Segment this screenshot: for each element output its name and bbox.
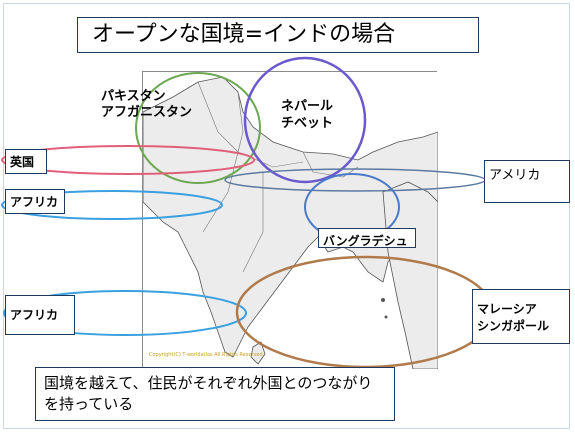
- label-pakistan: パキスタン: [101, 89, 166, 104]
- caption-box: 国境を越えて、住民がそれぞれ外国とのつながりを持っている: [35, 367, 395, 421]
- label-america: アメリカ: [484, 160, 570, 203]
- india-subcontinent-shape: [142, 76, 439, 358]
- nicobar-islands: [384, 315, 388, 319]
- label-tibet: チベット: [281, 116, 334, 131]
- label-singapore: シンガポール: [477, 319, 550, 333]
- andaman-islands: [381, 298, 385, 302]
- slide-frame: [3, 3, 570, 429]
- africa-bottom-highlight-ellipse: [3, 290, 247, 336]
- nepal-highlight-ellipse: [243, 56, 367, 184]
- pakistan-highlight-ellipse: [135, 72, 261, 184]
- america-highlight-ellipse: [224, 168, 486, 192]
- label-afghanistan: アフガニスタン: [101, 105, 193, 120]
- label-nepal: ネパール: [281, 99, 334, 114]
- copyright-text: Copyright(C) T-worldatlas All Rights Res…: [149, 352, 263, 358]
- label-africa-top: アフリカ: [5, 189, 65, 214]
- label-africa-bottom: アフリカ: [5, 295, 75, 335]
- label-malaysia: マレーシア: [477, 302, 537, 316]
- malaysia-highlight-ellipse: [235, 255, 495, 369]
- label-malaysia-box: マレーシア シンガポール: [472, 289, 570, 344]
- label-uk: 英国: [5, 149, 47, 174]
- label-bangladesh: バングラデシュ: [318, 228, 416, 248]
- uk-highlight-ellipse: [1, 145, 255, 175]
- page-title: オープンな国境=インドの場合: [77, 17, 479, 53]
- border-lines: [197, 81, 359, 273]
- africa-top-highlight-ellipse: [1, 190, 223, 220]
